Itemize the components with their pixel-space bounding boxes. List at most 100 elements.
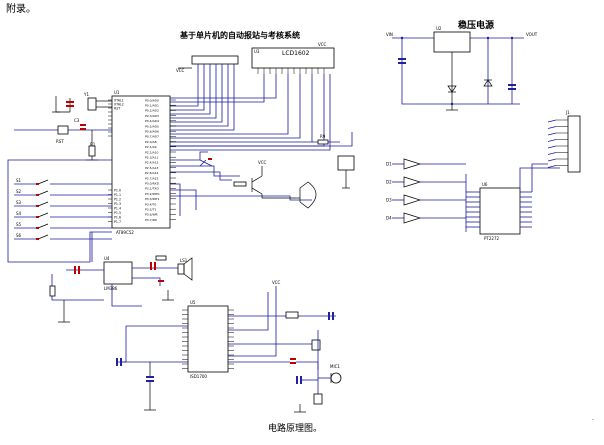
header-wire bbox=[547, 132, 557, 136]
switch-label: S5 bbox=[16, 222, 22, 227]
rf-bus-line bbox=[531, 163, 548, 192]
speaker-ref: LS1 bbox=[180, 258, 188, 263]
header-wire bbox=[547, 139, 557, 142]
reset-res: R1 bbox=[90, 142, 96, 147]
rf-input-d4: D4 bbox=[386, 212, 466, 224]
signal-conditioner: R9 bbox=[312, 134, 355, 189]
reset-circuit: RST C3 R1 bbox=[14, 118, 112, 161]
mcu-right-pin-label: P2.4/A12 bbox=[145, 161, 159, 165]
mcu-left-pin-label: P1.2 bbox=[114, 198, 121, 202]
mcu-right-wiring bbox=[170, 132, 353, 216]
header-wire bbox=[547, 119, 557, 123]
switch-terminal bbox=[36, 238, 39, 240]
switch-label: S6 bbox=[16, 233, 22, 238]
mcu-ref: U1 bbox=[114, 90, 120, 95]
voice-part: ISD1700 bbox=[190, 374, 207, 379]
mcu-right-pin-label: P3.5/T1 bbox=[145, 208, 156, 212]
switch-terminal bbox=[36, 183, 39, 185]
power-in-label: VIN bbox=[386, 32, 393, 37]
switch-terminal bbox=[36, 216, 39, 218]
mcu-right-pin-label: P0.4/AD4 bbox=[145, 119, 159, 123]
diagram-caption: 电路原理图。 bbox=[268, 422, 322, 434]
pin-header: J1 bbox=[547, 110, 581, 173]
mcu-right-pin-label: P0.1/AD1 bbox=[145, 104, 159, 108]
header-wire bbox=[547, 152, 557, 155]
rf-part: PT2272 bbox=[484, 236, 499, 241]
rf-input-label: D4 bbox=[386, 216, 392, 221]
switch-s2[interactable]: S2 bbox=[14, 189, 112, 196]
switch-contact bbox=[37, 201, 49, 207]
buffer-triangle bbox=[403, 194, 422, 206]
power-supply: U2 VIN VOUT bbox=[386, 26, 538, 111]
switch-terminal bbox=[36, 205, 39, 207]
switch-s3[interactable]: S3 bbox=[14, 200, 112, 207]
buffer-triangle bbox=[403, 212, 422, 224]
lcd-ref: U3 bbox=[254, 49, 260, 54]
switch-s5[interactable]: S5 bbox=[14, 222, 112, 229]
mcu-chip: U1 AT89C52 XTAL1XTAL2RSTP1.0P1.1P1.2P1.3… bbox=[108, 90, 176, 235]
mcu-right-pin-label: P2.2/A10 bbox=[145, 150, 159, 154]
switch-label: S3 bbox=[16, 200, 22, 205]
audio-amplifier: U4 LM386 bbox=[49, 232, 178, 323]
mcu-right-pin-label: P3.2/INT0 bbox=[145, 192, 160, 196]
buffer-triangle bbox=[403, 158, 422, 170]
switch-s4[interactable]: S4 bbox=[14, 211, 112, 218]
rf-input-d3: D3 bbox=[386, 194, 466, 206]
regulator-ref: U2 bbox=[436, 26, 442, 31]
mic-ref: MIC1 bbox=[330, 364, 340, 369]
rf-input-label: D1 bbox=[386, 162, 392, 167]
switch-contact bbox=[37, 179, 49, 185]
mcu-right-pin-label: P3.6/WR bbox=[145, 213, 158, 217]
footer-mark: . bbox=[592, 415, 594, 422]
switch-label: S1 bbox=[16, 178, 22, 183]
crystal-ref: Y1 bbox=[83, 92, 89, 97]
header-wire bbox=[547, 165, 557, 168]
mcu-right-pin-label: P2.0/A8 bbox=[145, 140, 157, 144]
switch-s1[interactable]: S1 bbox=[14, 178, 112, 185]
rf-input-d1: D1 bbox=[386, 158, 466, 170]
amp-part: LM386 bbox=[104, 286, 118, 291]
header-ref: J1 bbox=[565, 110, 570, 115]
rf-input-label: D3 bbox=[386, 198, 392, 203]
switch-contact bbox=[37, 234, 49, 240]
reset-label: RST bbox=[56, 139, 64, 144]
speaker-icon: LS1 bbox=[177, 257, 193, 281]
switch-label: S4 bbox=[16, 211, 22, 216]
resistor-network: VCC bbox=[176, 55, 239, 73]
mcu-right-pin-label: P0.5/AD5 bbox=[145, 124, 159, 128]
mcu-right-pin-label: P3.1/TXD bbox=[145, 187, 159, 191]
mcu-left-pin-label: P1.3 bbox=[114, 202, 121, 206]
mcu-right-pin-label: P2.6/A14 bbox=[145, 171, 159, 175]
rf-input-label: D2 bbox=[386, 180, 392, 185]
lcd-vcc: VCC bbox=[318, 42, 327, 47]
voice-ref: U5 bbox=[190, 300, 196, 305]
mcu-left-pin-label: RST bbox=[114, 107, 120, 111]
appendix-label: 附录。 bbox=[6, 2, 36, 15]
mcu-right-pin-label: P0.3/AD3 bbox=[145, 114, 159, 118]
voice-record-chip: U5 ISD1700 bbox=[182, 300, 234, 379]
header-wire bbox=[547, 126, 557, 129]
switch-s6[interactable]: S6 bbox=[14, 233, 112, 240]
switch-contact bbox=[37, 190, 49, 196]
switch-contact bbox=[37, 212, 49, 218]
mcu-left-pin-label: XTAL1 bbox=[114, 99, 124, 103]
mcu-left-pin-label: XTAL2 bbox=[114, 103, 124, 107]
lcd1602-module: LCD1602 U3 VCC bbox=[251, 42, 335, 74]
svg-text:R9: R9 bbox=[320, 134, 326, 139]
amp-ref: U4 bbox=[104, 256, 110, 261]
transistor-vcc: VCC bbox=[258, 160, 267, 165]
switch-terminal bbox=[36, 227, 39, 229]
voice-vcc: VCC bbox=[272, 280, 281, 285]
mode-switch bbox=[199, 158, 213, 167]
mcu-part: AT89C52 bbox=[116, 230, 134, 235]
power-supply-title: 稳压电源 bbox=[458, 19, 494, 31]
voice-wiring: VCC bbox=[116, 280, 336, 413]
buzzer bbox=[296, 181, 317, 209]
power-out-label: VOUT bbox=[526, 32, 538, 37]
rf-decoder: U6 PT2272 bbox=[465, 163, 560, 241]
mcu-right-pin-label: P0.7/AD7 bbox=[145, 135, 159, 139]
header-wire bbox=[547, 145, 557, 149]
